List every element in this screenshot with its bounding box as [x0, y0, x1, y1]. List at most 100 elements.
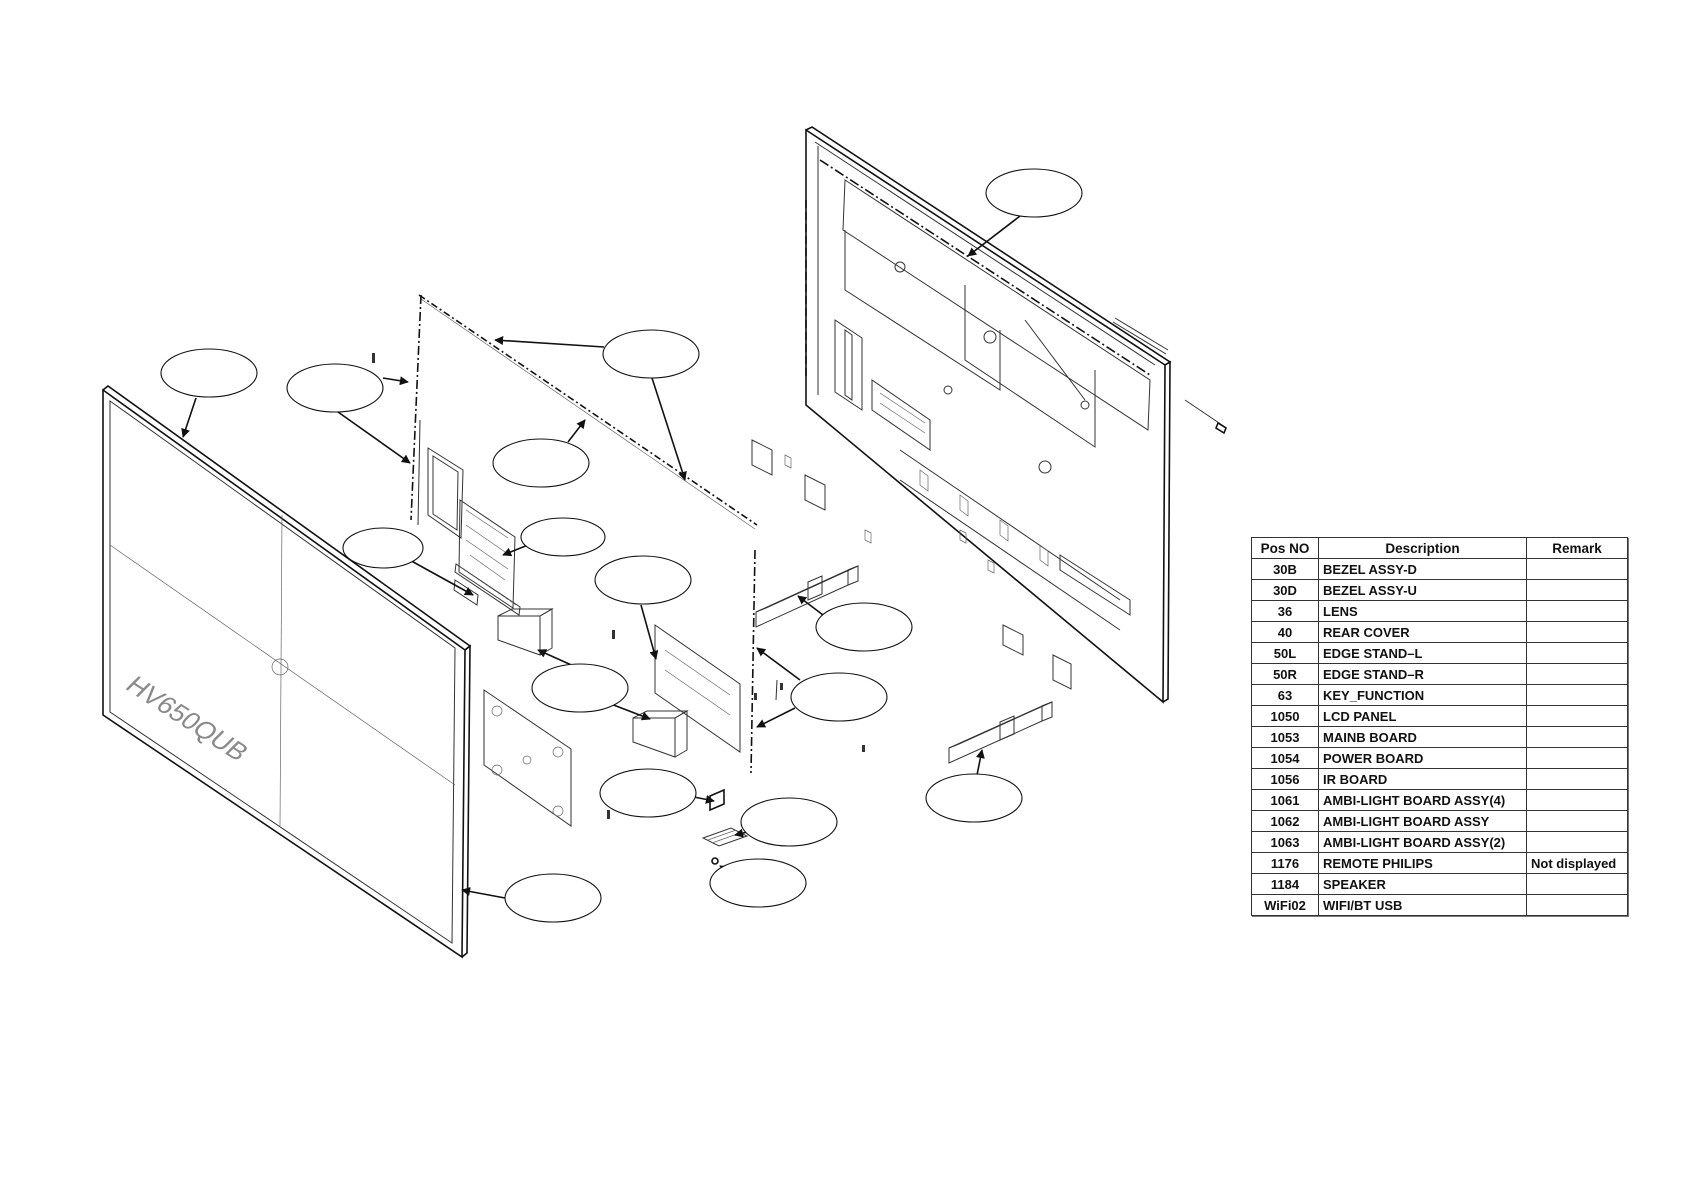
- desc-cell: AMBI-LIGHT BOARD ASSY(2): [1318, 831, 1527, 853]
- remark-cell: [1526, 558, 1628, 580]
- remark-cell: Not displayed: [1526, 852, 1628, 874]
- table-header-row: Pos NO Description Remark: [1251, 537, 1628, 559]
- brackets: [752, 440, 1071, 689]
- remark-cell: [1526, 789, 1628, 811]
- header-remark: Remark: [1526, 537, 1628, 559]
- pos-cell: 1062: [1251, 810, 1319, 832]
- power-board: [484, 690, 571, 826]
- arrow-top-strip-b: [652, 378, 687, 481]
- arrow-edge-stand-l: [797, 596, 823, 615]
- callout-bubble: [521, 518, 605, 556]
- callout-bubble: [926, 774, 1022, 822]
- callout-bubble: [986, 169, 1082, 217]
- pos-cell: 40: [1251, 621, 1319, 643]
- desc-cell: MAINB BOARD: [1318, 726, 1527, 748]
- arrow-ambi-right-b: [756, 708, 795, 727]
- desc-cell: WIFI/BT USB: [1318, 894, 1527, 916]
- callout-bubble: [710, 859, 806, 907]
- remark-cell: [1526, 705, 1628, 727]
- remark-cell: [1526, 810, 1628, 832]
- pos-cell: 1184: [1251, 873, 1319, 895]
- callout-bubble: [343, 528, 423, 568]
- header-pos-no: Pos NO: [1251, 537, 1319, 559]
- desc-cell: KEY_FUNCTION: [1318, 684, 1527, 706]
- desc-cell: LENS: [1318, 600, 1527, 622]
- callout-bubble: [816, 603, 912, 651]
- pos-cell: 30B: [1251, 558, 1319, 580]
- remark-cell: [1526, 831, 1628, 853]
- arrow-speaker-b: [611, 704, 651, 721]
- rear-cover: [806, 127, 1170, 702]
- arrow-rear-cover: [967, 216, 1020, 256]
- main-board-assy: [428, 448, 520, 615]
- arrow-key-function: [406, 558, 474, 595]
- callout-bubbles: [161, 169, 1082, 922]
- desc-cell: BEZEL ASSY-D: [1318, 558, 1527, 580]
- arrow-bezel-d: [181, 398, 196, 438]
- desc-cell: REAR COVER: [1318, 621, 1527, 643]
- pos-cell: 1176: [1251, 852, 1319, 874]
- screws: [372, 353, 865, 819]
- arrow-ambi-left-a: [383, 376, 409, 386]
- callout-bubble: [287, 364, 383, 412]
- callout-bubble: [493, 439, 589, 487]
- callout-bubble: [595, 556, 691, 604]
- wifi-usb-cable: [1113, 318, 1226, 433]
- remark-cell: [1526, 579, 1628, 601]
- callout-bubble: [505, 874, 601, 922]
- desc-cell: BEZEL ASSY-U: [1318, 579, 1527, 601]
- desc-cell: POWER BOARD: [1318, 747, 1527, 769]
- pos-cell: 1050: [1251, 705, 1319, 727]
- pos-cell: 1054: [1251, 747, 1319, 769]
- remark-cell: [1526, 873, 1628, 895]
- leader-arrows: [181, 216, 1020, 898]
- pos-cell: 36: [1251, 600, 1319, 622]
- pos-cell: 1061: [1251, 789, 1319, 811]
- header-description: Description: [1318, 537, 1527, 559]
- callout-bubble: [741, 798, 837, 846]
- pos-cell: 1063: [1251, 831, 1319, 853]
- arrow-edge-stand-r: [975, 749, 985, 775]
- desc-cell: EDGE STAND–R: [1318, 663, 1527, 685]
- arrow-bezel-u: [461, 887, 505, 898]
- small-boards: [703, 790, 747, 864]
- callout-bubble: [532, 664, 628, 712]
- remark-cell: [1526, 642, 1628, 664]
- arrow-ambi-left-b: [338, 412, 411, 463]
- desc-cell: AMBI-LIGHT BOARD ASSY: [1318, 810, 1527, 832]
- panel-watermark: HV650QUB: [120, 671, 255, 766]
- arrow-lcd-top: [568, 419, 585, 442]
- wifi-board: [655, 625, 740, 752]
- pos-cell: 1056: [1251, 768, 1319, 790]
- pos-cell: 50L: [1251, 642, 1319, 664]
- pos-cell: 63: [1251, 684, 1319, 706]
- desc-cell: REMOTE PHILIPS: [1318, 852, 1527, 874]
- callout-bubble: [791, 673, 887, 721]
- remark-cell: [1526, 600, 1628, 622]
- lcd-panel: HV650QUB: [103, 386, 470, 957]
- remark-cell: [1526, 768, 1628, 790]
- remark-cell: [1526, 621, 1628, 643]
- remark-cell: [1526, 684, 1628, 706]
- callout-bubble: [600, 769, 696, 817]
- desc-cell: SPEAKER: [1318, 873, 1527, 895]
- callout-bubble: [161, 349, 257, 397]
- desc-cell: EDGE STAND–L: [1318, 642, 1527, 664]
